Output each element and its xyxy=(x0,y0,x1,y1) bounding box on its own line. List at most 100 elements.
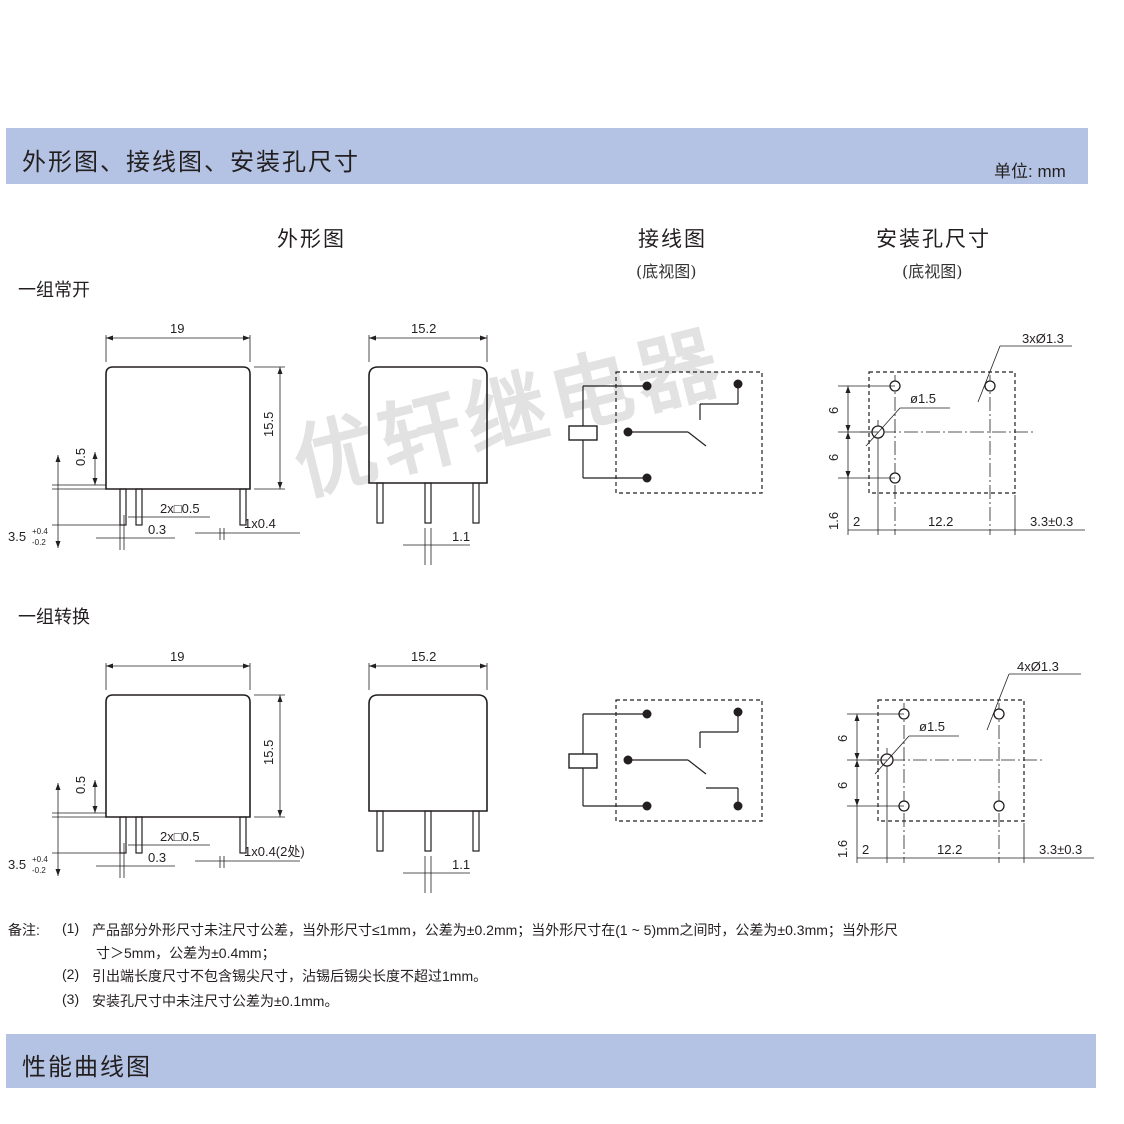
wiring-box xyxy=(615,699,763,822)
arrowhead xyxy=(55,783,61,790)
left-dimension: 2 xyxy=(853,514,860,529)
pin-gap-dimension: 1.1 xyxy=(452,857,470,872)
relay-pin xyxy=(424,810,432,852)
coil-terminal xyxy=(642,801,652,811)
mounting-hole xyxy=(984,380,996,392)
relay-pin xyxy=(135,816,143,854)
relay-pin xyxy=(376,482,384,524)
arrowhead xyxy=(55,541,61,548)
arrowhead xyxy=(854,714,860,721)
arrowhead xyxy=(243,335,250,341)
contact-arm xyxy=(687,431,707,447)
large-hole-label: ø1.5 xyxy=(919,719,945,734)
pitch-dimension-a: 6 xyxy=(835,735,850,742)
large-hole-label: ø1.5 xyxy=(910,391,936,406)
arrowhead xyxy=(55,869,61,876)
pin-gap-dimension: 1.1 xyxy=(452,529,470,544)
square-pin-dimension: 2x□0.5 xyxy=(160,829,200,844)
relay-body-side xyxy=(368,366,488,484)
group-label-no: 一组常开 xyxy=(18,280,90,301)
pitch-dimension-b: 6 xyxy=(835,782,850,789)
arrowhead xyxy=(277,810,283,817)
relay-pin xyxy=(472,810,480,852)
depth-dimension: 15.2 xyxy=(411,321,436,336)
note-text-2: 引出端长度尺寸不包含锡尖尺寸，沾锡后锡尖长度不超过1mm。 xyxy=(92,968,488,984)
pitch-dimension-a: 6 xyxy=(826,407,841,414)
arrowhead xyxy=(243,663,250,669)
watermark-text: 优轩继电器 xyxy=(285,317,734,512)
notes-prefix: 备注: xyxy=(8,922,40,938)
group-label-changeover: 一组转换 xyxy=(18,607,90,628)
note-num-1: (1) xyxy=(62,920,80,936)
leader-line xyxy=(865,407,901,447)
pin-length-tol-minus: -0.2 xyxy=(32,866,46,875)
span-dimension: 12.2 xyxy=(928,514,953,529)
arrowhead xyxy=(480,335,487,341)
arrowhead xyxy=(854,753,860,760)
wiring-heading: 接线图 xyxy=(638,227,707,251)
pin-dimension: 1x0.4(2处) xyxy=(244,844,305,859)
arrowhead xyxy=(480,663,487,669)
height-dimension: 15.5 xyxy=(261,412,276,437)
footer-title: 性能曲线图 xyxy=(22,1053,152,1081)
relay-body-front xyxy=(105,366,251,490)
hole-count-label: 4xØ1.3 xyxy=(1017,659,1059,674)
arrowhead xyxy=(92,478,98,485)
coil-terminal xyxy=(642,473,652,483)
relay-pin xyxy=(472,482,480,524)
span-dimension: 12.2 xyxy=(937,842,962,857)
arrowhead xyxy=(369,335,376,341)
mounting-heading: 安装孔尺寸 xyxy=(876,227,991,251)
offset-dimension: 0.3 xyxy=(148,522,166,537)
leader-line xyxy=(874,735,910,775)
depth-dimension: 15.2 xyxy=(411,649,436,664)
relay-pin xyxy=(424,482,432,524)
mounting-outline xyxy=(868,371,1016,494)
arrowhead xyxy=(845,386,851,393)
left-dimension: 2 xyxy=(862,842,869,857)
right-dimension: 3.3±0.3 xyxy=(1030,514,1073,529)
pin-length-tol-plus: +0.4 xyxy=(32,855,48,864)
note-num-3: (3) xyxy=(62,991,80,1007)
coil-terminal xyxy=(642,709,652,719)
arrowhead xyxy=(854,799,860,806)
arrowhead xyxy=(92,780,98,787)
arrowhead xyxy=(106,335,113,341)
arrowhead xyxy=(369,663,376,669)
standoff-dimension: 0.5 xyxy=(73,776,88,794)
arrowhead xyxy=(845,432,851,439)
mounting-outline xyxy=(877,699,1025,822)
note-text-3: 安装孔尺寸中未注尺寸公差为±0.1mm。 xyxy=(92,993,339,1009)
mounting-subheading: (底视图) xyxy=(902,262,963,281)
pin-length-dimension: 3.5 xyxy=(8,857,26,872)
leader-line xyxy=(986,673,1010,731)
arrowhead xyxy=(55,455,61,462)
relay-body-side xyxy=(368,694,488,812)
pin-length-tol-plus: +0.4 xyxy=(32,527,48,536)
pitch-dimension-b: 6 xyxy=(826,454,841,461)
square-pin-dimension: 2x□0.5 xyxy=(160,501,200,516)
section-header-band xyxy=(6,128,1088,184)
note-text-1: 产品部分外形尺寸未注尺寸公差，当外形尺寸≤1mm，公差为±0.2mm；当外形尺寸… xyxy=(92,922,898,938)
relay-pin xyxy=(376,810,384,852)
arrowhead xyxy=(92,452,98,459)
standoff-dimension: 0.5 xyxy=(73,448,88,466)
arrowhead xyxy=(845,471,851,478)
note-text-1-cont: 寸＞5mm，公差为±0.4mm； xyxy=(96,945,276,961)
relay-pin xyxy=(135,488,143,526)
contact-arm xyxy=(687,759,707,775)
relay-body-front xyxy=(105,694,251,818)
mounting-hole xyxy=(993,800,1005,812)
arrowhead xyxy=(106,663,113,669)
bottom-dimension: 1.6 xyxy=(826,512,841,530)
arrowhead xyxy=(277,482,283,489)
wiring-box xyxy=(615,371,763,494)
arrowhead xyxy=(92,806,98,813)
offset-dimension: 0.3 xyxy=(148,850,166,865)
section-title: 外形图、接线图、安装孔尺寸 xyxy=(22,148,360,176)
height-dimension: 15.5 xyxy=(261,740,276,765)
pin-dimension: 1x0.4 xyxy=(244,516,276,531)
